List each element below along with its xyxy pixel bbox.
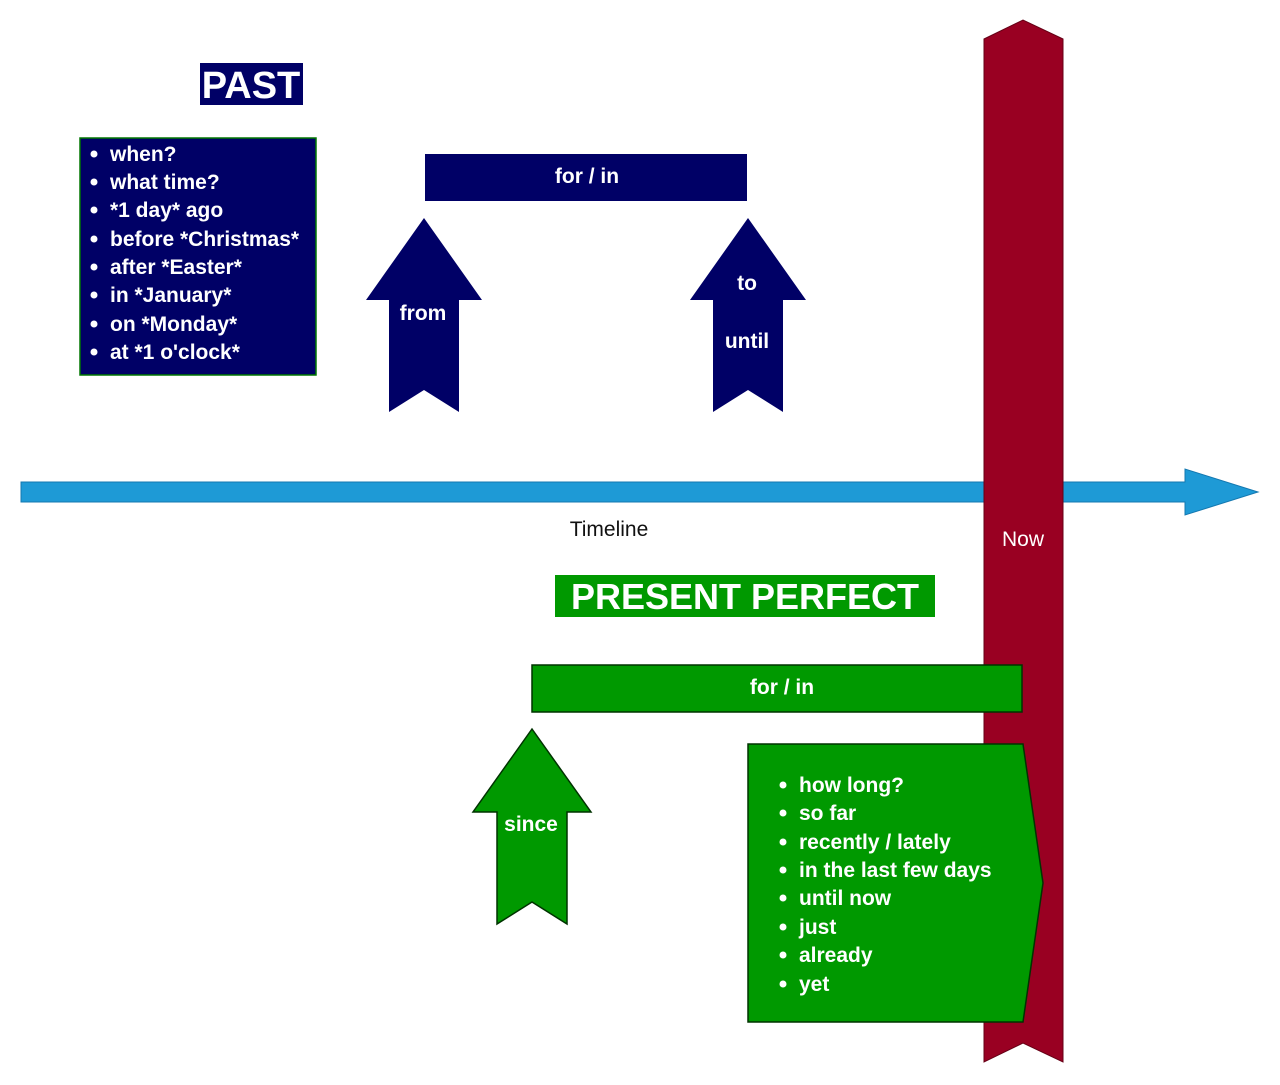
present-question: until now <box>799 887 892 910</box>
bullet-icon <box>90 320 98 328</box>
past-question: when? <box>109 143 177 166</box>
bullet-icon <box>90 178 98 186</box>
present-questions-list: how long? so far recently / lately in th… <box>779 774 992 996</box>
bullet-icon <box>779 951 787 959</box>
present-perfect-title-background <box>555 575 935 617</box>
bullet-icon <box>779 838 787 846</box>
now-label: Now <box>1002 528 1045 551</box>
present-question: recently / lately <box>799 831 951 854</box>
bullet-icon <box>779 781 787 789</box>
bullet-icon <box>90 150 98 158</box>
until-arrow-icon <box>690 218 806 412</box>
since-label: since <box>504 813 558 836</box>
bullet-icon <box>779 980 787 988</box>
present-question: just <box>798 916 836 939</box>
timeline-arrow <box>20 468 1260 516</box>
past-question: what time? <box>109 171 220 194</box>
past-title: PAST <box>202 65 301 107</box>
bullet-icon <box>779 923 787 931</box>
present-span-label: for / in <box>750 676 814 699</box>
past-questions-list: when? what time? *1 day* ago before *Chr… <box>90 143 300 364</box>
bullet-icon <box>90 348 98 356</box>
from-arrow-icon <box>366 218 482 412</box>
bullet-icon <box>90 235 98 243</box>
bullet-icon <box>779 894 787 902</box>
past-question: after *Easter* <box>110 256 243 279</box>
timeline-label: Timeline <box>570 518 649 541</box>
bullet-icon <box>90 291 98 299</box>
from-label: from <box>400 302 447 325</box>
past-question: *1 day* ago <box>110 199 223 222</box>
since-arrow-icon <box>471 727 593 926</box>
to-label: to <box>737 272 757 295</box>
past-span-label: for / in <box>555 165 619 188</box>
present-question: so far <box>799 802 856 825</box>
present-perfect-title: PRESENT PERFECT <box>571 576 919 617</box>
past-question: before *Christmas* <box>110 228 300 251</box>
until-label: until <box>725 330 769 353</box>
past-question: in *January* <box>110 284 232 307</box>
bullet-icon <box>90 206 98 214</box>
past-questions-box <box>79 137 317 376</box>
past-question: at *1 o'clock* <box>110 341 241 364</box>
past-span-bar <box>425 154 747 201</box>
present-span-bar <box>531 664 1023 713</box>
bullet-icon <box>90 263 98 271</box>
past-title-background <box>200 63 303 105</box>
past-question: on *Monday* <box>110 313 238 336</box>
bullet-icon <box>779 866 787 874</box>
present-questions-box <box>747 743 1044 1023</box>
present-question: how long? <box>799 774 904 797</box>
present-question: already <box>799 944 873 967</box>
bullet-icon <box>779 809 787 817</box>
present-question: in the last few days <box>799 859 992 882</box>
present-question: yet <box>799 973 829 996</box>
